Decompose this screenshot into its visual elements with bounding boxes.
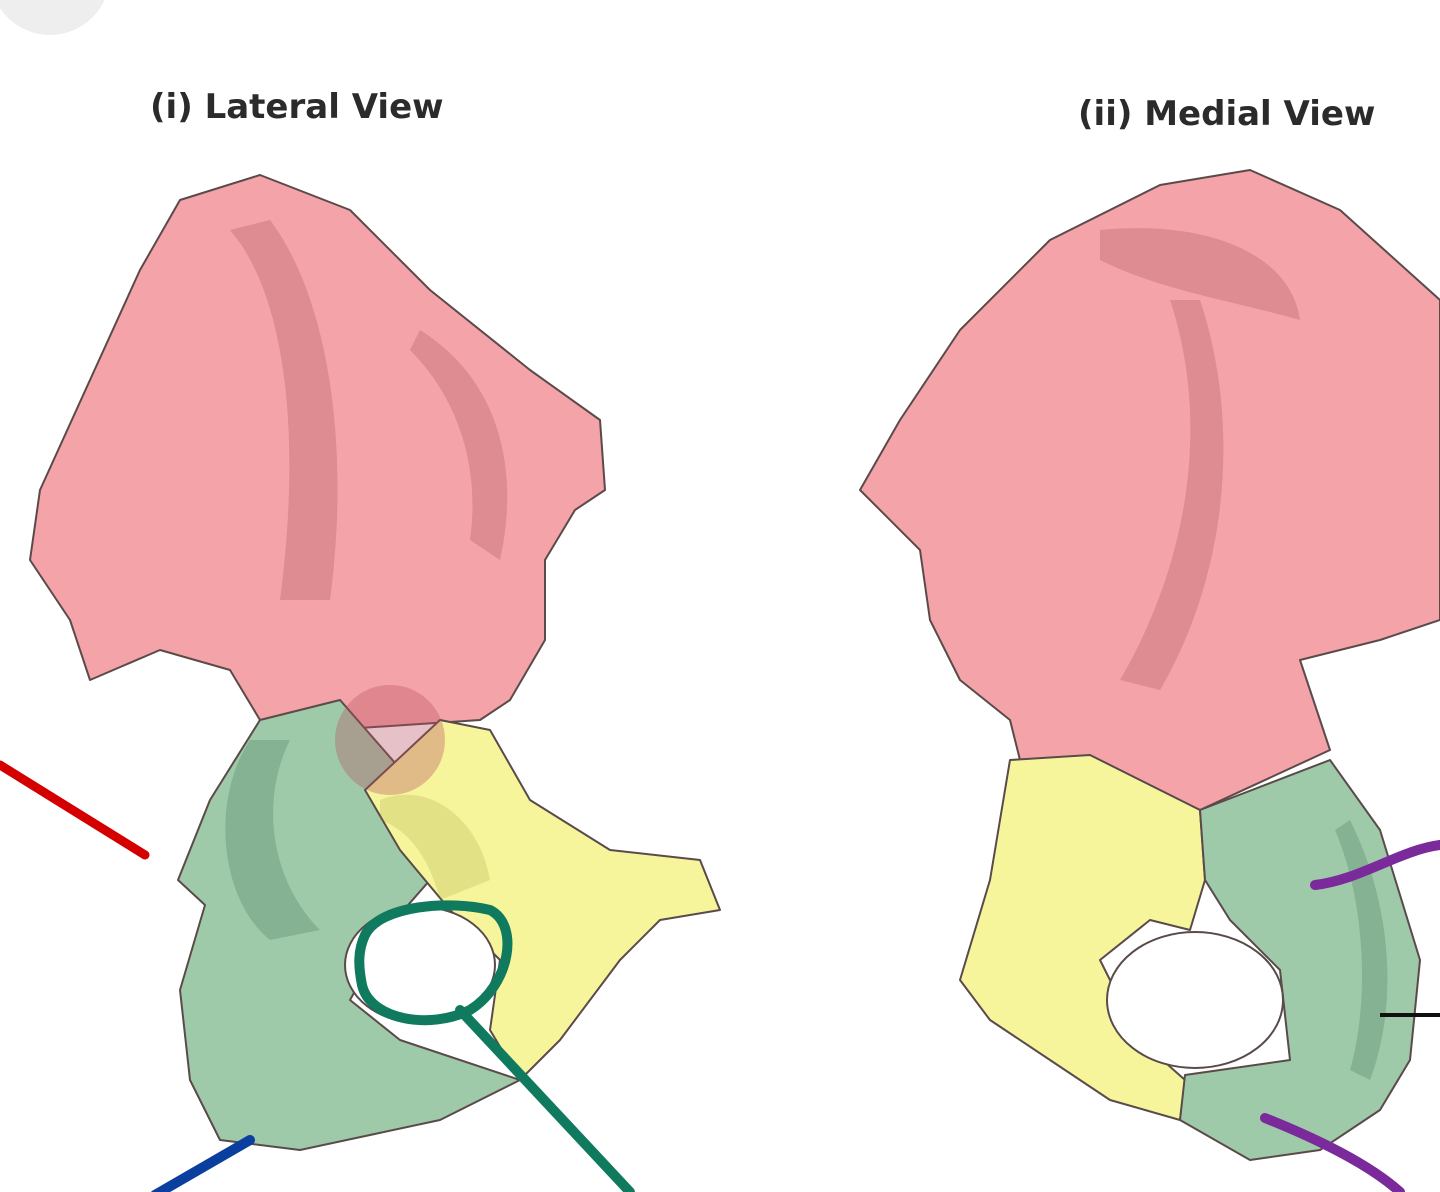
medial-ilium-shading: [1100, 228, 1300, 320]
purple-pointer-line-lower: [1260, 1113, 1405, 1192]
lateral-pubis: [364, 719, 721, 1081]
lateral-pubis-shading: [380, 794, 490, 900]
lateral-ilium-shading: [410, 330, 508, 560]
medial-ilium-shading: [1120, 300, 1224, 690]
purple-pointer-line-upper: [1310, 840, 1440, 890]
medial-ilium: [859, 169, 1440, 811]
acetabulum: [335, 685, 445, 795]
medial-ischium-shading: [1335, 820, 1388, 1080]
green-loop-marker: [354, 900, 635, 1192]
blue-pointer-line: [151, 1135, 255, 1192]
corner-button-shadow: [0, 0, 105, 35]
red-pointer-line: [0, 760, 150, 860]
lateral-view-title: (i) Lateral View: [150, 87, 444, 127]
lateral-ischium-shading: [225, 740, 320, 940]
medial-view: [859, 169, 1440, 1161]
medial-ischium: [1179, 759, 1421, 1161]
lateral-view: [29, 174, 721, 1151]
lateral-ilium: [29, 174, 606, 731]
medial-view-title: (ii) Medial View: [1078, 94, 1375, 134]
lateral-ilium-shading: [230, 220, 338, 600]
obturator-foramen-medial: [1106, 931, 1284, 1069]
